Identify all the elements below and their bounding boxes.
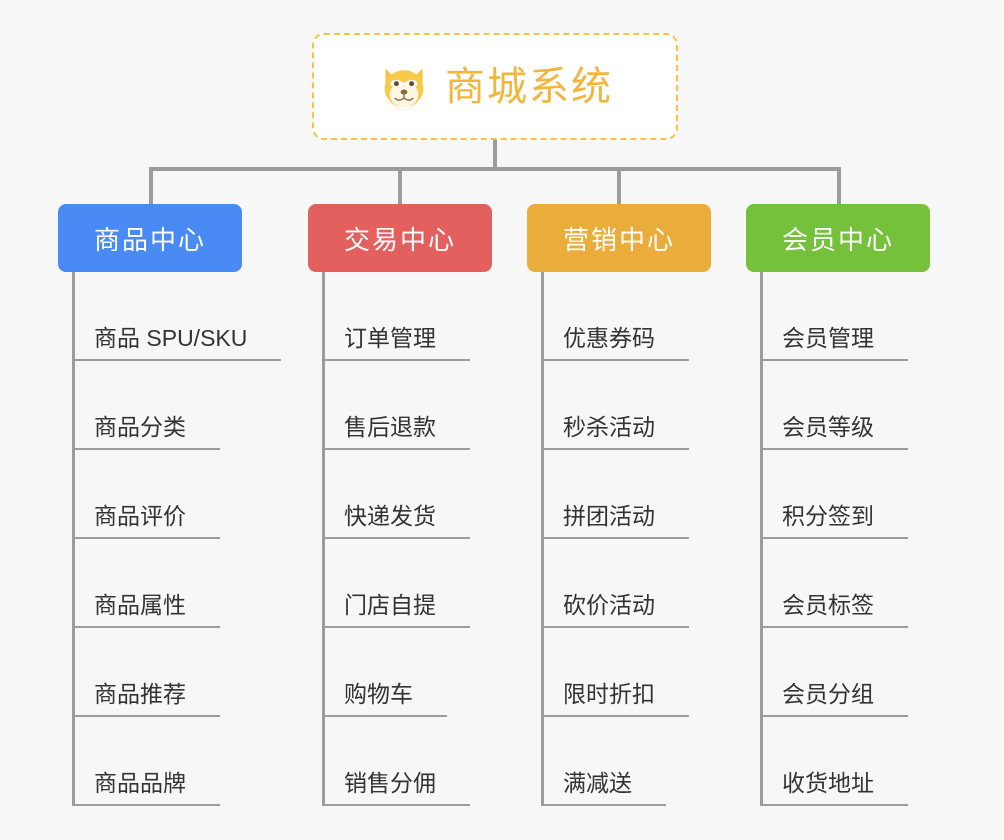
list-item[interactable]: 订单管理	[308, 272, 492, 361]
list-item[interactable]: 会员标签	[746, 539, 930, 628]
leaf-label: 拼团活动	[557, 505, 689, 539]
list-item[interactable]: 收货地址	[746, 717, 930, 806]
list-item[interactable]: 销售分佣	[308, 717, 492, 806]
leaf-label: 会员管理	[776, 327, 908, 361]
list-item[interactable]: 商品推荐	[58, 628, 242, 717]
list-item[interactable]: 商品评价	[58, 450, 242, 539]
list-item[interactable]: 满减送	[527, 717, 711, 806]
list-item[interactable]: 优惠券码	[527, 272, 711, 361]
list-item[interactable]: 秒杀活动	[527, 361, 711, 450]
category-column-member-center: 会员中心 会员管理 会员等级 积分签到 会员标签 会员分组 收货地址	[746, 204, 930, 806]
leaf-label: 优惠券码	[557, 327, 689, 361]
leaf-label: 商品品牌	[88, 772, 220, 806]
column-spine	[322, 272, 325, 806]
column-spine	[72, 272, 75, 806]
connector-root-stem	[493, 140, 497, 170]
leaf-label: 销售分佣	[338, 772, 470, 806]
category-header-trade-center[interactable]: 交易中心	[308, 204, 492, 272]
column-spine	[541, 272, 544, 806]
list-item[interactable]: 商品属性	[58, 539, 242, 628]
leaf-label: 会员标签	[776, 594, 908, 628]
list-item[interactable]: 会员管理	[746, 272, 930, 361]
list-item[interactable]: 购物车	[308, 628, 492, 717]
leaf-label: 购物车	[338, 683, 447, 717]
list-item[interactable]: 商品品牌	[58, 717, 242, 806]
leaf-label: 会员等级	[776, 416, 908, 450]
column-spine	[760, 272, 763, 806]
leaf-label: 商品推荐	[88, 683, 220, 717]
connector-drop-1	[149, 167, 153, 204]
leaf-label: 收货地址	[776, 772, 908, 806]
category-header-member-center[interactable]: 会员中心	[746, 204, 930, 272]
list-item[interactable]: 砍价活动	[527, 539, 711, 628]
leaf-label: 商品属性	[88, 594, 220, 628]
root-node[interactable]: 商城系统	[312, 33, 678, 140]
list-item[interactable]: 快递发货	[308, 450, 492, 539]
connector-drop-3	[617, 167, 621, 204]
leaf-list-trade-center: 订单管理 售后退款 快递发货 门店自提 购物车 销售分佣	[308, 272, 492, 806]
list-item[interactable]: 积分签到	[746, 450, 930, 539]
category-column-product-center: 商品中心 商品 SPU/SKU 商品分类 商品评价 商品属性 商品推荐 商品品牌	[58, 204, 282, 806]
category-column-trade-center: 交易中心 订单管理 售后退款 快递发货 门店自提 购物车 销售分佣	[308, 204, 492, 806]
leaf-list-member-center: 会员管理 会员等级 积分签到 会员标签 会员分组 收货地址	[746, 272, 930, 806]
leaf-label: 砍价活动	[557, 594, 689, 628]
leaf-list-product-center: 商品 SPU/SKU 商品分类 商品评价 商品属性 商品推荐 商品品牌	[58, 272, 282, 806]
leaf-label: 商品 SPU/SKU	[88, 327, 282, 361]
leaf-label: 快递发货	[338, 505, 470, 539]
leaf-list-marketing-center: 优惠券码 秒杀活动 拼团活动 砍价活动 限时折扣 满减送	[527, 272, 711, 806]
leaf-label: 售后退款	[338, 416, 470, 450]
leaf-label: 商品评价	[88, 505, 220, 539]
leaf-label: 积分签到	[776, 505, 908, 539]
connector-horizontal-bus	[149, 167, 841, 171]
list-item[interactable]: 商品分类	[58, 361, 242, 450]
list-item[interactable]: 拼团活动	[527, 450, 711, 539]
category-column-marketing-center: 营销中心 优惠券码 秒杀活动 拼团活动 砍价活动 限时折扣 满减送	[527, 204, 711, 806]
leaf-label: 限时折扣	[557, 683, 689, 717]
dog-face-icon	[377, 60, 431, 114]
list-item[interactable]: 限时折扣	[527, 628, 711, 717]
leaf-label: 满减送	[557, 772, 666, 806]
category-header-marketing-center[interactable]: 营销中心	[527, 204, 711, 272]
list-item[interactable]: 门店自提	[308, 539, 492, 628]
leaf-label: 商品分类	[88, 416, 220, 450]
list-item[interactable]: 售后退款	[308, 361, 492, 450]
list-item[interactable]: 商品 SPU/SKU	[58, 272, 282, 361]
category-header-product-center[interactable]: 商品中心	[58, 204, 242, 272]
leaf-label: 门店自提	[338, 594, 470, 628]
connector-drop-4	[837, 167, 841, 204]
connector-drop-2	[398, 167, 402, 204]
leaf-label: 会员分组	[776, 683, 908, 717]
leaf-label: 订单管理	[338, 327, 470, 361]
list-item[interactable]: 会员分组	[746, 628, 930, 717]
list-item[interactable]: 会员等级	[746, 361, 930, 450]
root-title: 商城系统	[445, 64, 613, 109]
leaf-label: 秒杀活动	[557, 416, 689, 450]
